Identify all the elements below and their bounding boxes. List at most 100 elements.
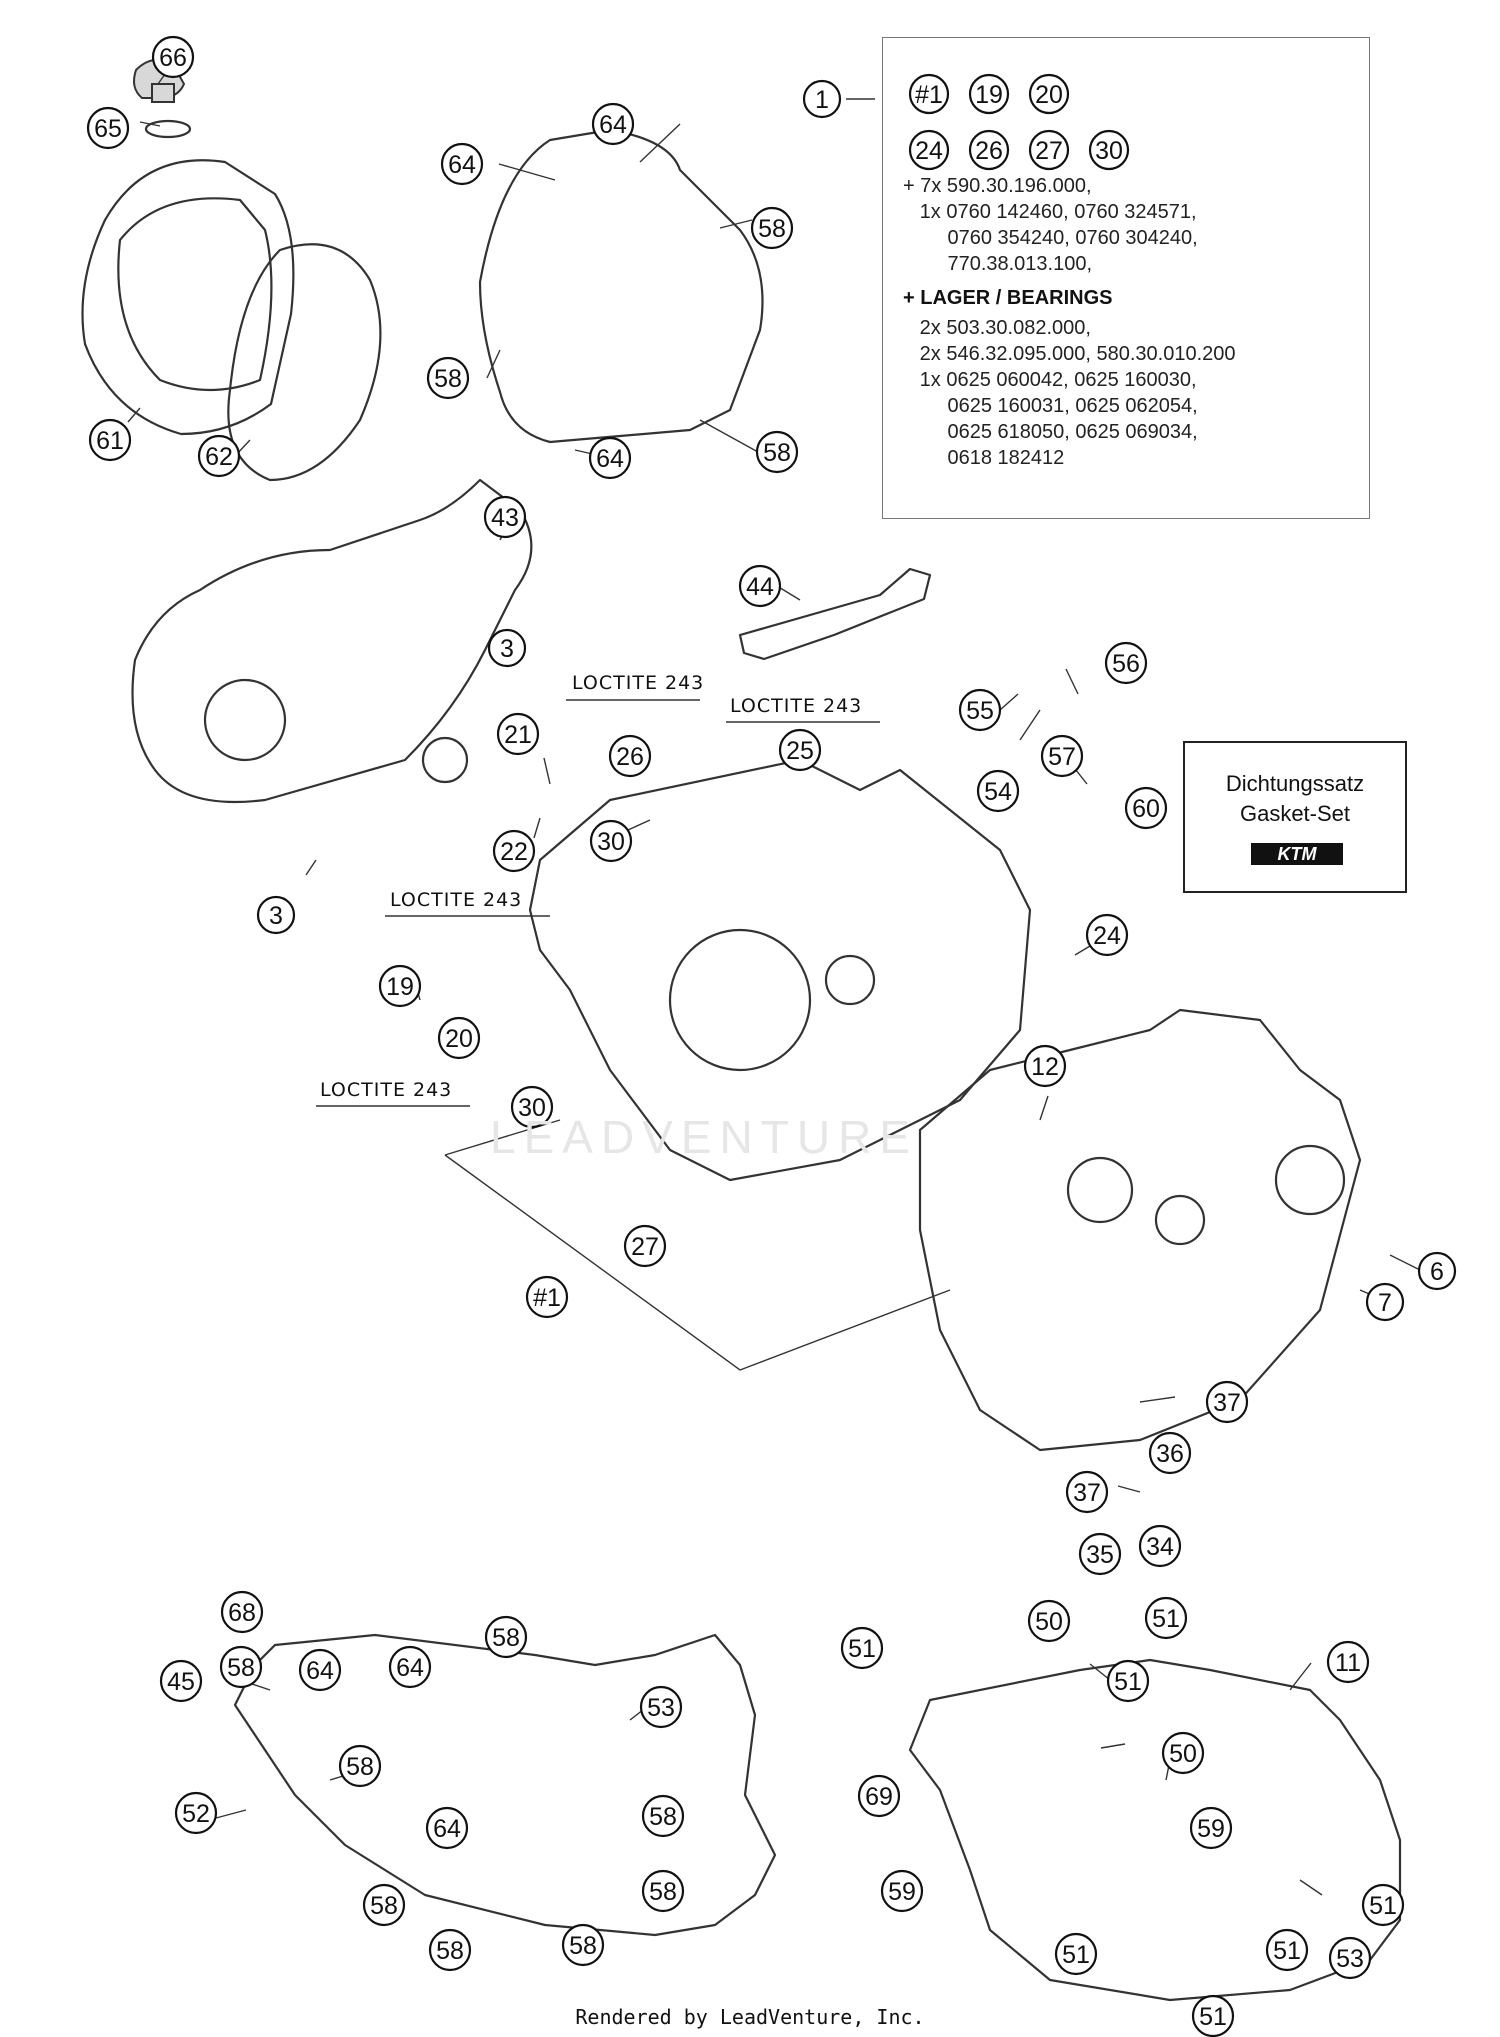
callout-43[interactable]: 43	[483, 495, 527, 539]
callout-54[interactable]: 54	[976, 769, 1020, 813]
callout-7[interactable]: 7	[1365, 1282, 1405, 1322]
kit-callout-26[interactable]: 26	[968, 129, 1010, 171]
callout-53[interactable]: 53	[639, 1685, 683, 1729]
callout-55[interactable]: 55	[958, 688, 1002, 732]
callout-58[interactable]: 58	[219, 1645, 263, 1689]
callout-64[interactable]: 64	[591, 102, 635, 146]
callout-58[interactable]: 58	[641, 1869, 685, 1913]
kit-callout-19[interactable]: 19	[968, 73, 1010, 115]
callout-19[interactable]: 19	[378, 964, 422, 1008]
callout-65[interactable]: 65	[86, 106, 130, 150]
kit-callout-number: 27	[1035, 137, 1063, 165]
callout-64[interactable]: 64	[388, 1645, 432, 1689]
callout-57[interactable]: 57	[1040, 734, 1084, 778]
callout-44[interactable]: 44	[738, 564, 782, 608]
callout-37[interactable]: 37	[1065, 1470, 1109, 1514]
callout-6[interactable]: 6	[1417, 1251, 1457, 1291]
callout-58[interactable]: 58	[755, 430, 799, 474]
callout-51[interactable]: 51	[1191, 1994, 1235, 2037]
callout-25[interactable]: 25	[778, 728, 822, 772]
kit-callout-kit-1[interactable]: #1	[908, 73, 950, 115]
gasket-set-box: Dichtungssatz Gasket-Set KTM	[1183, 741, 1407, 893]
callout-11[interactable]: 11	[1326, 1640, 1370, 1684]
callout-21[interactable]: 21	[496, 712, 540, 756]
callout-number: 12	[1031, 1053, 1059, 1081]
callout-20[interactable]: 20	[437, 1016, 481, 1060]
callout-51[interactable]: 51	[1361, 1883, 1405, 1927]
callout-30[interactable]: 30	[510, 1085, 554, 1129]
callout-3[interactable]: 3	[487, 628, 527, 668]
callout-58[interactable]: 58	[338, 1744, 382, 1788]
callout-51[interactable]: 51	[1265, 1928, 1309, 1972]
callout-kit-1[interactable]: #1	[525, 1275, 569, 1319]
callout-number: 58	[227, 1654, 255, 1682]
callout-circle	[778, 728, 822, 772]
callout-circle	[1040, 734, 1084, 778]
callout-circle	[1085, 913, 1129, 957]
ignition-cover	[131, 478, 533, 804]
callout-35[interactable]: 35	[1078, 1532, 1122, 1576]
callout-52[interactable]: 52	[174, 1791, 218, 1835]
callout-24[interactable]: 24	[1085, 913, 1129, 957]
callout-27[interactable]: 27	[623, 1224, 667, 1268]
callout-37[interactable]: 37	[1205, 1380, 1249, 1424]
callout-53[interactable]: 53	[1328, 1936, 1372, 1980]
kit-line: 1x 0625 060042, 0625 160030,	[903, 369, 1197, 391]
callout-64[interactable]: 64	[588, 436, 632, 480]
callout-circle	[219, 1645, 263, 1689]
gasket-set-label-en: Gasket-Set	[1239, 801, 1351, 826]
callout-number: 6	[1430, 1258, 1444, 1286]
callout-34[interactable]: 34	[1138, 1524, 1182, 1568]
callout-50[interactable]: 50	[1161, 1731, 1205, 1775]
callout-26[interactable]: 26	[608, 734, 652, 778]
callout-number: 56	[1112, 650, 1140, 678]
kit-callout-20[interactable]: 20	[1028, 73, 1070, 115]
callout-51[interactable]: 51	[1144, 1596, 1188, 1640]
callout-circle	[428, 1928, 472, 1972]
callout-circle	[484, 1615, 528, 1659]
callout-number: 64	[596, 445, 624, 473]
callout-circle	[1161, 1731, 1205, 1775]
callout-45[interactable]: 45	[159, 1659, 203, 1703]
kit-callout-27[interactable]: 27	[1028, 129, 1070, 171]
callout-12[interactable]: 12	[1023, 1044, 1067, 1088]
callout-58[interactable]: 58	[428, 1928, 472, 1972]
callout-50[interactable]: 50	[1027, 1599, 1071, 1643]
callout-circle	[1124, 786, 1168, 830]
callout-51[interactable]: 51	[840, 1626, 884, 1670]
callout-59[interactable]: 59	[880, 1869, 924, 1913]
callout-56[interactable]: 56	[1104, 641, 1148, 685]
callout-60[interactable]: 60	[1124, 786, 1168, 830]
callout-59[interactable]: 59	[1189, 1806, 1233, 1850]
callout-58[interactable]: 58	[362, 1883, 406, 1927]
callout-64[interactable]: 64	[425, 1806, 469, 1850]
callout-circle	[561, 1923, 605, 1967]
kit-callout-30[interactable]: 30	[1088, 129, 1130, 171]
callout-circle	[591, 102, 635, 146]
callout-58[interactable]: 58	[750, 206, 794, 250]
callout-circle	[1361, 1883, 1405, 1927]
callout-64[interactable]: 64	[298, 1648, 342, 1692]
callout-66[interactable]: 66	[151, 35, 195, 79]
callout-30[interactable]: 30	[589, 819, 633, 863]
kit-line: + 7x 590.30.196.000,	[903, 175, 1092, 197]
callout-51[interactable]: 51	[1054, 1932, 1098, 1976]
crankcase-gasket	[908, 1658, 1402, 2002]
callout-64[interactable]: 64	[440, 142, 484, 186]
loctite-label-2: LOCTITE 243	[730, 695, 862, 717]
callout-69[interactable]: 69	[857, 1774, 901, 1818]
callout-68[interactable]: 68	[220, 1590, 264, 1634]
callout-58[interactable]: 58	[561, 1923, 605, 1967]
callout-58[interactable]: 58	[484, 1615, 528, 1659]
kit-callout-24[interactable]: 24	[908, 129, 950, 171]
callout-1[interactable]: 1	[802, 79, 842, 119]
callout-3[interactable]: 3	[256, 895, 296, 935]
callout-36[interactable]: 36	[1148, 1431, 1192, 1475]
callout-51[interactable]: 51	[1106, 1659, 1150, 1703]
callout-22[interactable]: 22	[492, 829, 536, 873]
callout-62[interactable]: 62	[197, 434, 241, 478]
callout-number: 51	[1114, 1668, 1142, 1696]
callout-58[interactable]: 58	[641, 1794, 685, 1838]
callout-61[interactable]: 61	[88, 418, 132, 462]
callout-58[interactable]: 58	[426, 356, 470, 400]
